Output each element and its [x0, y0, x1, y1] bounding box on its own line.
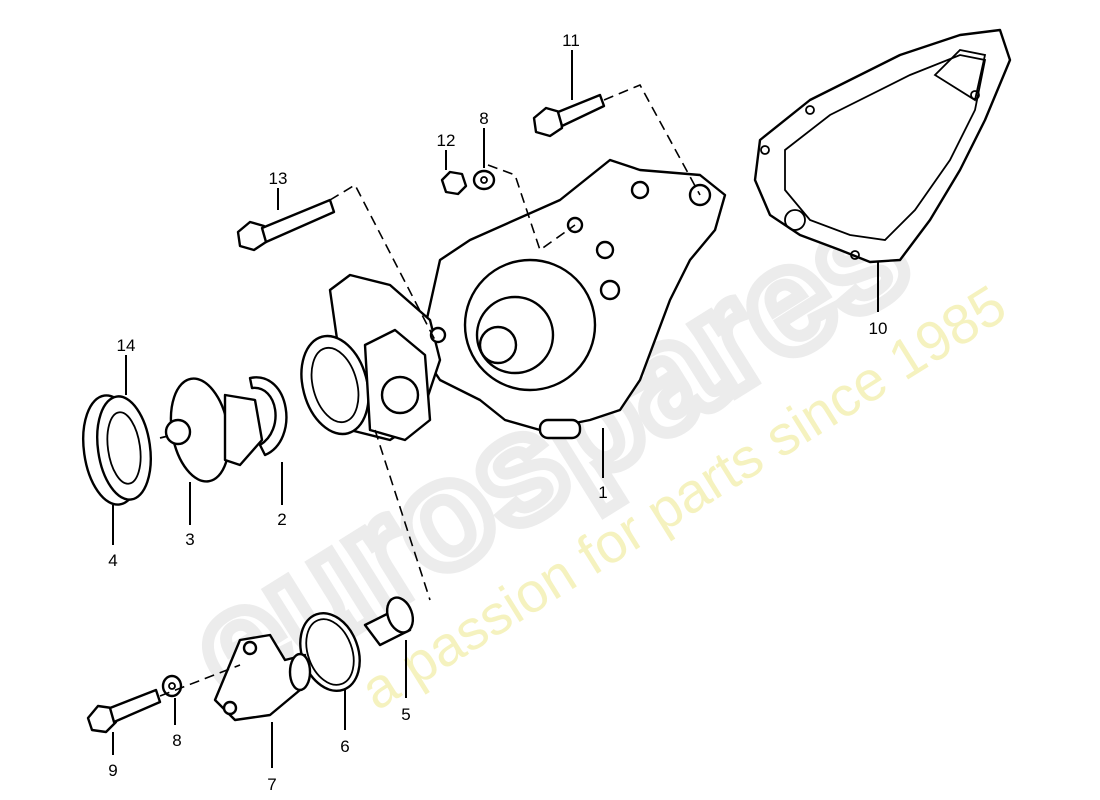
callout-labels: 1 2 3 4 5 6 7 8 8 9 10 11 12 13 14: [108, 31, 887, 794]
callout-6: 6: [340, 737, 349, 756]
callout-7: 7: [267, 775, 276, 794]
washer-part-8-top[interactable]: [472, 169, 496, 191]
sensor-part-5[interactable]: [363, 594, 417, 647]
leader-lines: [112, 50, 879, 768]
callout-12: 12: [437, 131, 456, 150]
callout-5: 5: [401, 705, 410, 724]
nut-part-12[interactable]: [440, 170, 468, 196]
assembly-lines: [159, 83, 701, 697]
callout-8-top: 8: [479, 109, 488, 128]
callout-2: 2: [277, 510, 286, 529]
bolt-part-9[interactable]: [86, 688, 162, 734]
callout-13: 13: [269, 169, 288, 188]
callout-1: 1: [598, 483, 607, 502]
bolt-part-13[interactable]: [236, 198, 336, 252]
callout-4: 4: [108, 551, 117, 570]
callout-8-bottom: 8: [172, 731, 181, 750]
coolant-flange-part-7[interactable]: [213, 633, 312, 722]
callout-10: 10: [869, 319, 888, 338]
gasket-part-10[interactable]: [753, 28, 1012, 264]
bolt-part-11[interactable]: [532, 93, 606, 138]
seal-ring-part-2[interactable]: [248, 376, 288, 457]
thermostat-part-3[interactable]: [159, 374, 264, 486]
callout-11: 11: [562, 31, 580, 50]
callout-9: 9: [108, 761, 117, 780]
cover-part-4[interactable]: [77, 392, 157, 509]
water-pump-housing-part-1[interactable]: [291, 158, 727, 442]
washer-part-8-bottom[interactable]: [161, 674, 183, 698]
callout-14: 14: [117, 336, 136, 355]
callout-3: 3: [185, 530, 194, 549]
